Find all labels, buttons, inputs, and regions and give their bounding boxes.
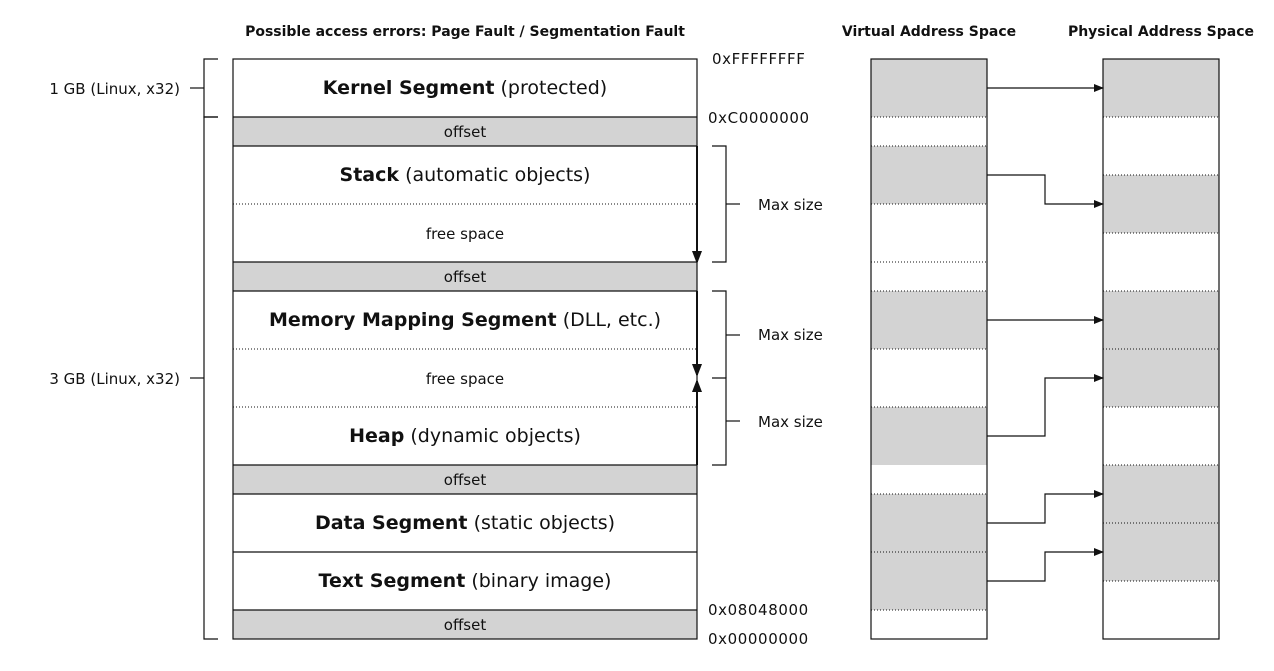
page-mapping-arrows bbox=[987, 84, 1104, 582]
virtual-page-mapped bbox=[871, 291, 987, 349]
virtual-page-mapped bbox=[871, 146, 987, 204]
heap-segment-label: Heap (dynamic objects) bbox=[349, 425, 581, 447]
mapping-arrow bbox=[987, 490, 1104, 524]
max-size-brackets bbox=[712, 145, 740, 466]
free-space-label: free space bbox=[426, 225, 504, 243]
user-size-label: 3 GB (Linux, x32) bbox=[49, 370, 180, 388]
max-size-label: Max size bbox=[758, 413, 823, 431]
virtual-space-header: Virtual Address Space bbox=[842, 24, 1016, 40]
kernel-size-label: 1 GB (Linux, x32) bbox=[49, 80, 180, 98]
memory-column: Kernel Segment (protected) offset Stack … bbox=[232, 58, 702, 640]
text-segment-label: Text Segment (binary image) bbox=[319, 570, 612, 592]
virtual-address-space bbox=[870, 58, 988, 640]
stack-segment-label: Stack (automatic objects) bbox=[340, 164, 591, 186]
offset-band-text bbox=[233, 610, 697, 639]
offset-band-stack bbox=[233, 262, 697, 291]
size-brackets bbox=[190, 58, 218, 640]
address-top: 0xFFFFFFFF bbox=[712, 50, 805, 68]
physical-frame-used bbox=[1103, 175, 1219, 233]
mapping-arrow bbox=[987, 374, 1104, 437]
offset-label: offset bbox=[444, 616, 487, 634]
mmap-segment-label: Memory Mapping Segment (DLL, etc.) bbox=[269, 309, 661, 331]
physical-frame-used bbox=[1103, 59, 1219, 117]
physical-space-header: Physical Address Space bbox=[1068, 24, 1254, 40]
max-size-label: Max size bbox=[758, 326, 823, 344]
address-text-base: 0x08048000 bbox=[708, 601, 809, 619]
errors-header: Possible access errors: Page Fault / Seg… bbox=[245, 24, 685, 40]
free-space-label: free space bbox=[426, 370, 504, 388]
offset-band-kernel bbox=[233, 117, 697, 146]
offset-label: offset bbox=[444, 471, 487, 489]
data-segment-label: Data Segment (static objects) bbox=[315, 512, 615, 534]
mapping-arrow bbox=[987, 548, 1104, 582]
offset-label: offset bbox=[444, 123, 487, 141]
offset-label: offset bbox=[444, 268, 487, 286]
virtual-page-mapped bbox=[871, 59, 987, 117]
mapping-arrow bbox=[987, 174, 1104, 208]
max-size-label: Max size bbox=[758, 196, 823, 214]
offset-band-mmap bbox=[233, 465, 697, 494]
kernel-segment-label: Kernel Segment (protected) bbox=[323, 77, 607, 99]
physical-address-space bbox=[1102, 58, 1220, 640]
address-kernel-base: 0xC0000000 bbox=[708, 109, 810, 127]
virtual-page-mapped bbox=[871, 407, 987, 465]
address-zero: 0x00000000 bbox=[708, 630, 809, 648]
